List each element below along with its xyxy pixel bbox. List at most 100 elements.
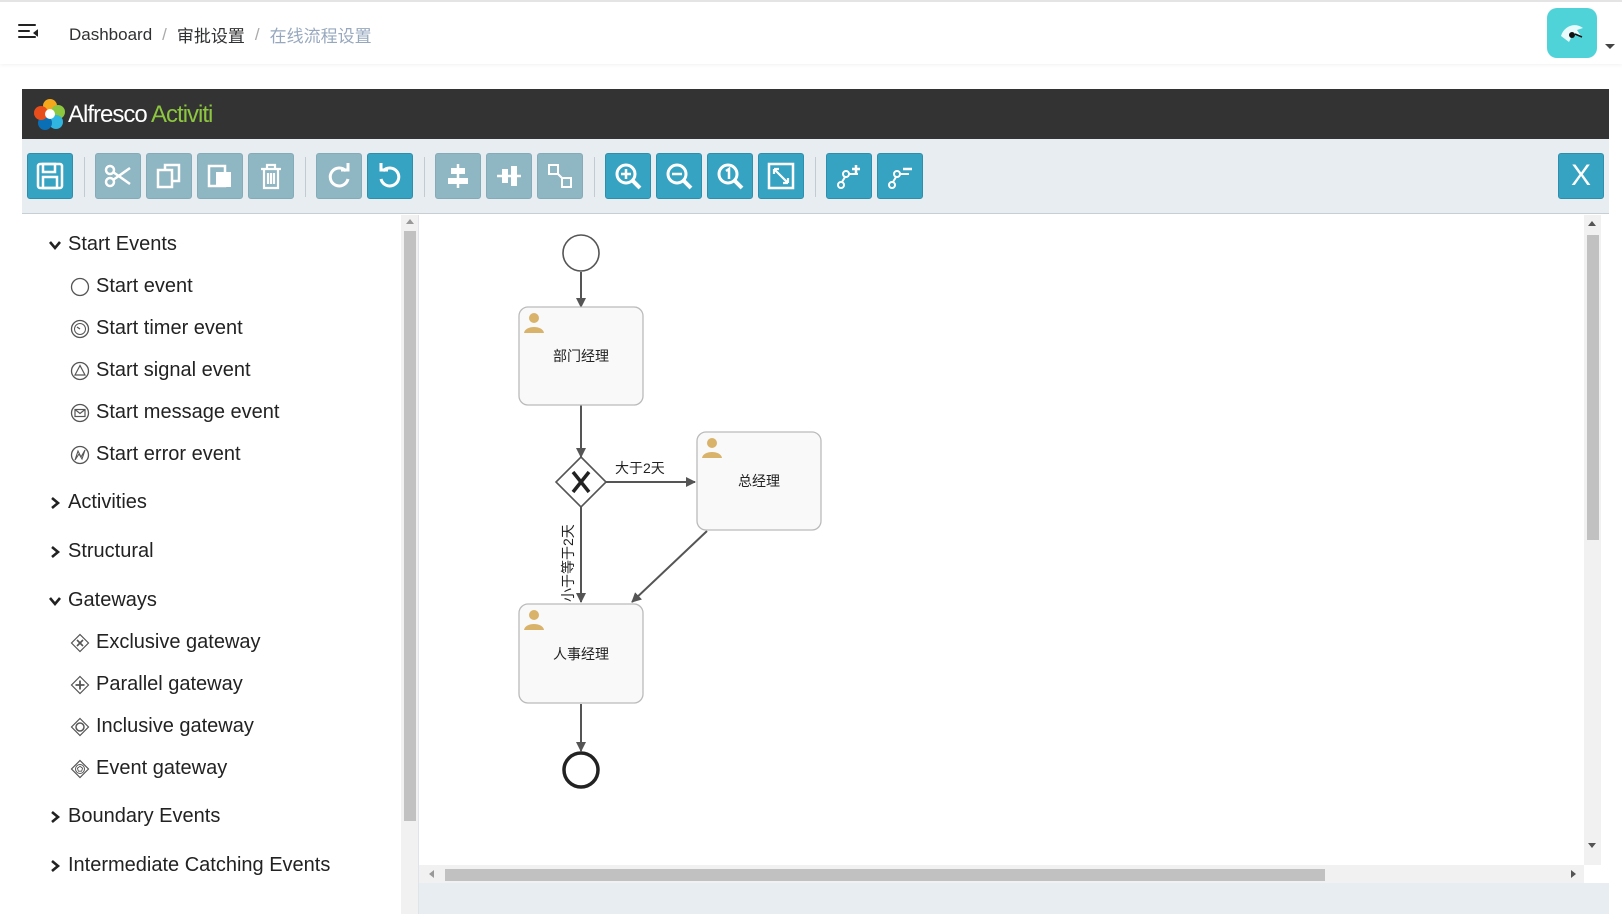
inclusive-gateway-icon (70, 717, 90, 736)
sequence-flow[interactable] (631, 530, 708, 603)
chevron-down-icon (49, 240, 61, 250)
palette-item-label: Start signal event (96, 359, 251, 381)
scroll-left-arrow-icon[interactable] (429, 870, 434, 878)
copy-button[interactable] (146, 153, 192, 199)
zoom-fit-button[interactable] (758, 153, 804, 199)
event-gateway-icon (70, 759, 90, 778)
chevron-right-icon (51, 545, 61, 558)
scrollbar-thumb[interactable] (404, 231, 416, 821)
palette-group-label: Gateways (68, 589, 157, 611)
remove-bendpoint-icon (888, 167, 912, 189)
zoom-in-icon (615, 163, 642, 190)
palette-scrollbar[interactable] (401, 215, 418, 914)
avatar-dropdown-caret-icon[interactable] (1605, 44, 1615, 49)
delete-button[interactable] (248, 153, 294, 199)
align-vertical-icon (448, 164, 468, 188)
start-event-icon (70, 277, 90, 296)
parallel-gateway-icon (70, 675, 90, 694)
flow-label-le-2-days: 小于等于2天 (560, 524, 576, 602)
palette-item-label: Exclusive gateway (96, 631, 261, 653)
process-editor: Alfresco Activiti (22, 89, 1609, 914)
process-diagram: 部门经理 总经理 (518, 234, 822, 789)
breadcrumb: Dashboard / 审批设置 / 在线流程设置 (69, 22, 372, 47)
palette-item-start-timer-event[interactable]: Start timer event (70, 317, 243, 340)
palette-item-parallel-gateway[interactable]: Parallel gateway (70, 673, 243, 696)
palette-item-exclusive-gateway[interactable]: Exclusive gateway (70, 631, 261, 654)
user-task-department-manager[interactable]: 部门经理 (518, 306, 644, 406)
palette-item-start-message-event[interactable]: Start message event (70, 401, 279, 424)
canvas-horizontal-scrollbar[interactable] (419, 865, 1584, 883)
add-bendpoint-button[interactable] (826, 153, 872, 199)
palette-item-inclusive-gateway[interactable]: Inclusive gateway (70, 715, 254, 738)
scrollbar-thumb[interactable] (445, 869, 1325, 881)
error-icon (70, 445, 90, 464)
palette-group-activities[interactable]: Activities (48, 491, 147, 514)
user-icon (702, 438, 722, 458)
undo-button[interactable] (367, 153, 413, 199)
same-size-button[interactable] (537, 153, 583, 199)
palette-item-start-event[interactable]: Start event (70, 275, 193, 298)
palette-item-start-error-event[interactable]: Start error event (70, 443, 241, 466)
palette-group-gateways[interactable]: Gateways (48, 589, 157, 612)
palette-group-structural[interactable]: Structural (48, 540, 154, 563)
remove-bendpoint-button[interactable] (877, 153, 923, 199)
scroll-down-arrow-icon[interactable] (1588, 843, 1596, 848)
hamburger-menu-icon[interactable] (18, 22, 40, 44)
user-icon (524, 610, 544, 630)
zoom-out-icon (666, 163, 693, 190)
align-vertical-button[interactable] (435, 153, 481, 199)
exclusive-gateway[interactable] (554, 455, 608, 509)
close-editor-button[interactable]: X (1558, 153, 1604, 199)
zoom-fit-icon (767, 162, 795, 190)
delete-icon (261, 163, 281, 190)
zoom-in-button[interactable] (605, 153, 651, 199)
save-button[interactable] (27, 153, 73, 199)
breadcrumb-current: 在线流程设置 (269, 27, 372, 46)
palette-group-start-events[interactable]: Start Events (48, 233, 177, 256)
toolbar-separator (84, 157, 85, 197)
cut-icon (104, 164, 131, 188)
breadcrumb-dashboard[interactable]: Dashboard (69, 24, 153, 44)
palette-item-start-signal-event[interactable]: Start signal event (70, 359, 251, 382)
scrollbar-thumb[interactable] (1587, 235, 1599, 540)
chevron-down-icon (49, 596, 61, 606)
scroll-right-arrow-icon[interactable] (1571, 870, 1576, 878)
palette-group-label: Boundary Events (68, 805, 221, 827)
zoom-out-button[interactable] (656, 153, 702, 199)
chevron-right-icon (51, 810, 61, 823)
redo-button[interactable] (316, 153, 362, 199)
flow-label-gt-2-days: 大于2天 (615, 460, 665, 476)
palette-group-intermediate-catching-events[interactable]: Intermediate Catching Events (48, 854, 330, 877)
toolbar-separator (424, 157, 425, 197)
palette-item-label: Parallel gateway (96, 673, 243, 695)
end-event[interactable] (562, 751, 600, 789)
paste-button[interactable] (197, 153, 243, 199)
toolbar-separator (305, 157, 306, 197)
breadcrumb-approval-settings[interactable]: 审批设置 (176, 27, 245, 46)
palette-item-event-gateway[interactable]: Event gateway (70, 757, 227, 780)
palette-item-label: Start timer event (96, 317, 243, 339)
scroll-up-arrow-icon[interactable] (406, 219, 414, 224)
user-task-hr-manager[interactable]: 人事经理 (518, 603, 644, 704)
breadcrumb-separator: / (162, 24, 167, 44)
avatar[interactable] (1547, 8, 1597, 58)
add-bendpoint-icon (837, 165, 860, 189)
canvas-footer (419, 883, 1609, 914)
palette-group-boundary-events[interactable]: Boundary Events (48, 805, 220, 828)
diagram-canvas[interactable]: 部门经理 总经理 (419, 215, 1609, 914)
chevron-right-icon (51, 859, 61, 872)
cut-button[interactable] (95, 153, 141, 199)
zoom-actual-button[interactable] (707, 153, 753, 199)
scroll-up-arrow-icon[interactable] (1588, 221, 1596, 226)
avatar-icon (1561, 25, 1583, 42)
undo-icon (379, 163, 401, 188)
save-icon (36, 162, 64, 190)
editor-brand-bar: Alfresco Activiti (22, 89, 1609, 139)
canvas-vertical-scrollbar[interactable] (1584, 215, 1601, 865)
start-event[interactable] (562, 234, 600, 272)
user-task-general-manager[interactable]: 总经理 (696, 431, 822, 531)
task-label: 人事经理 (553, 646, 609, 662)
palette-item-label: Start event (96, 275, 193, 297)
align-horizontal-button[interactable] (486, 153, 532, 199)
toolbar-separator (594, 157, 595, 197)
